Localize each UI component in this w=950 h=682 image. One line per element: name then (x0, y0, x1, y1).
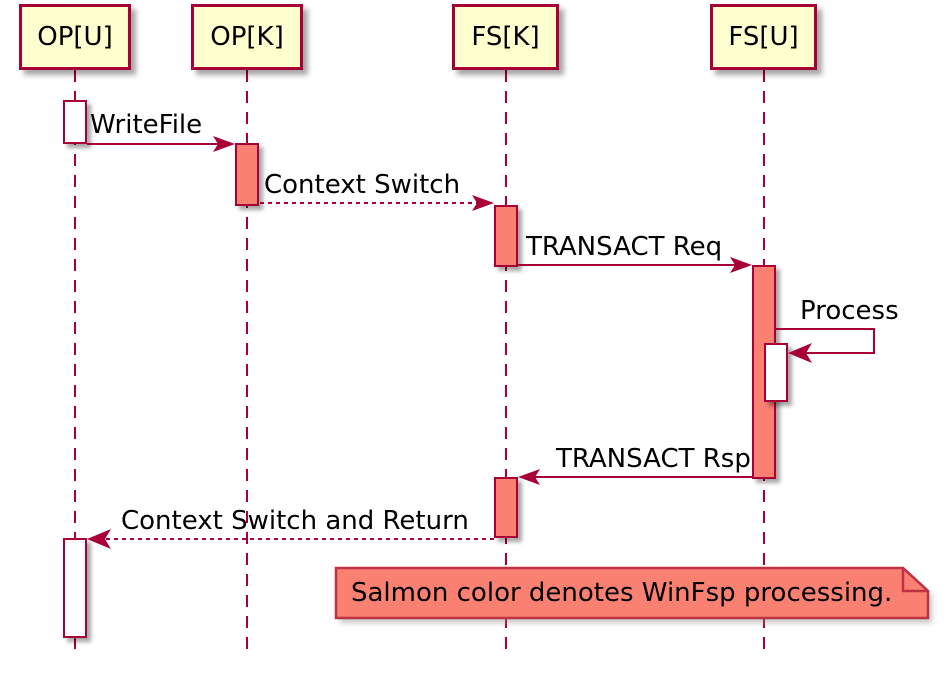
writefile-arrowhead-icon (213, 136, 235, 152)
participant-box-fsu: FS[U] (710, 4, 817, 70)
message-label-context-switch-return: Context Switch and Return (121, 506, 469, 536)
participant-box-opk: OP[K] (191, 4, 303, 70)
participant-label-opu: OP[U] (37, 22, 113, 52)
participant-label-fsk: FS[K] (471, 22, 540, 52)
process-arrowhead-icon (788, 343, 812, 363)
transact-rsp-arrowhead-icon (518, 469, 540, 485)
message-label-transact-req: TRANSACT Req (526, 232, 723, 262)
message-label-process: Process (800, 296, 899, 326)
participant-box-opu: OP[U] (19, 4, 131, 70)
activation-opu-1 (63, 100, 87, 144)
note-body (334, 566, 930, 620)
activation-fsk-1 (494, 205, 518, 267)
activation-opu-2 (63, 538, 87, 638)
message-label-writefile: WriteFile (90, 110, 203, 140)
activation-fsu-nested (764, 343, 788, 402)
context-switch-return-arrowhead-icon (87, 529, 111, 549)
participant-box-fsk: FS[K] (452, 4, 559, 70)
transact-req-arrowhead-icon (730, 257, 752, 273)
activation-fsk-2 (494, 477, 518, 538)
message-label-transact-rsp: TRANSACT Rsp (556, 444, 751, 474)
activation-opk (235, 143, 259, 206)
note-text: Salmon color denotes WinFsp processing. (351, 578, 893, 608)
participant-label-opk: OP[K] (210, 22, 284, 52)
process-self-arrow-line (776, 328, 875, 354)
message-label-context-switch: Context Switch (264, 170, 461, 200)
participant-label-fsu: FS[U] (728, 22, 799, 52)
context-switch-arrowhead-icon (472, 195, 494, 211)
note-fold-corner (901, 566, 930, 593)
